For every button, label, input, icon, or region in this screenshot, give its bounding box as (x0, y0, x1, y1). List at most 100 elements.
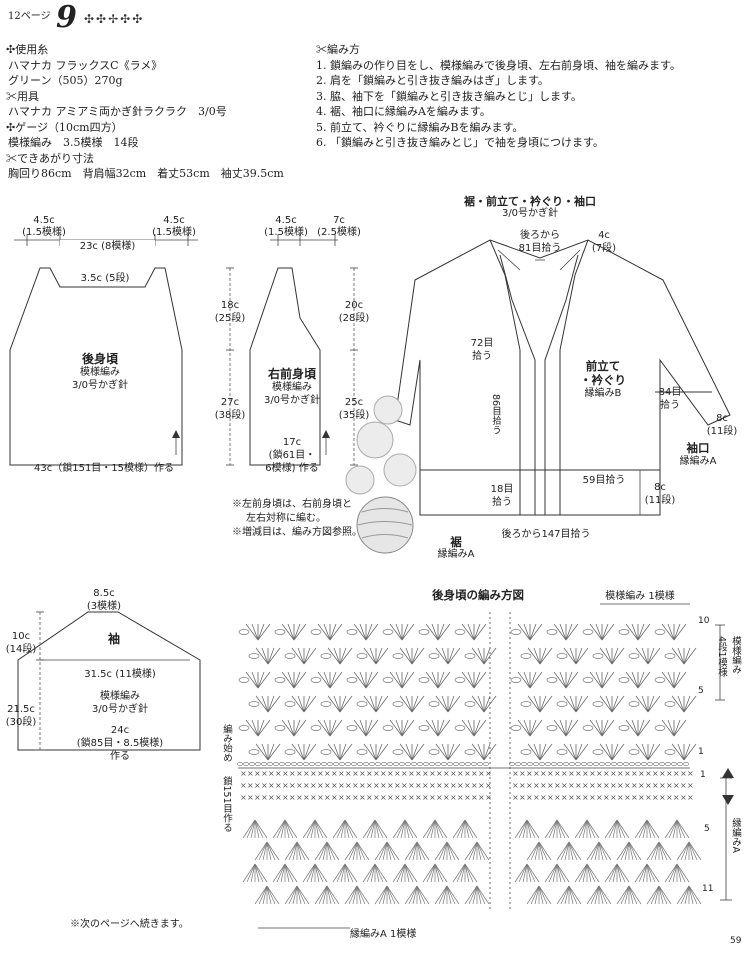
method-step: 5. 前立て、衿ぐりに縁編みBを編みます。 (316, 120, 524, 134)
back-sub2: 3/0号かぎ針 (71, 380, 129, 391)
edging-stitch (392, 863, 406, 883)
fan-stitch (635, 695, 649, 713)
single-crochet-mark: × (394, 769, 401, 778)
cuff-width: 8c (716, 413, 728, 424)
edging-stitch (266, 885, 276, 905)
fan-stitch (611, 647, 619, 665)
edging-stitch (598, 885, 612, 905)
edging-stitch (460, 863, 466, 883)
center-pick: 86目拾う (490, 394, 501, 435)
edging-stitch (446, 885, 456, 905)
fan-stitch (369, 743, 377, 761)
chain-stitch (465, 762, 471, 766)
fan-stitch (359, 671, 367, 689)
edging-stitch (276, 819, 286, 839)
fan-stitch (333, 743, 341, 761)
fan-stitch (435, 743, 449, 761)
front-sub2: 3/0号かぎ針 (263, 395, 321, 406)
fan-stitch (431, 719, 439, 737)
edging-stitch (568, 841, 582, 861)
fan-stitch (673, 671, 687, 689)
edging-stitch (284, 841, 298, 861)
edging-stitch (526, 819, 536, 839)
fan-stitch (399, 695, 413, 713)
chain-stitch (520, 701, 532, 707)
edging-stitch (404, 819, 410, 839)
edging-stitch (284, 863, 298, 883)
fan-stitch (395, 719, 403, 737)
single-crochet-mark: × (282, 793, 289, 802)
fan-stitch (529, 623, 537, 641)
fan-stitch (611, 695, 619, 713)
chain-stitch (483, 762, 489, 766)
fan-stitch (441, 695, 449, 713)
chain-stitch (310, 629, 322, 635)
size-line: 胸回り86cm 背肩幅32cm 着丈53cm 袖丈39.5cm (8, 167, 284, 180)
chain-stitch (356, 701, 368, 707)
edging-stitch (404, 841, 418, 861)
back-body-outline (9, 267, 183, 466)
edging-stitch (574, 819, 588, 839)
edging-stitch (452, 819, 466, 839)
edging-stitch (684, 841, 690, 861)
edging-stitch (616, 863, 630, 883)
edging-stitch (404, 819, 418, 839)
fan-stitch (327, 695, 341, 713)
edging-stitch (582, 819, 588, 839)
sleeve-outline (17, 611, 201, 751)
chain-stitch (284, 653, 296, 659)
sleeve-sub1: 模様編み (100, 691, 140, 702)
edging-stitch (412, 841, 418, 861)
fan-stitch (411, 695, 419, 713)
single-crochet-mark: × (457, 781, 464, 790)
fan-stitch (281, 623, 295, 641)
fan-stitch (447, 647, 455, 665)
fan-stitch (447, 743, 455, 761)
chain-stitch (654, 677, 666, 683)
chain-stitch (653, 762, 659, 766)
fan-stitch (251, 623, 259, 641)
chain-stitch (405, 762, 411, 766)
hem-left-pick1: 18目 (490, 484, 514, 495)
edging-stitch (688, 885, 698, 905)
edging-stitch (314, 863, 320, 883)
single-crochet-mark: × (547, 793, 554, 802)
chain-stitch (647, 762, 653, 766)
fan-stitch (291, 647, 305, 665)
single-crochet-mark: × (415, 781, 422, 790)
back-top-right: 4.5c (163, 215, 185, 226)
single-crochet-mark: × (540, 793, 547, 802)
single-crochet-mark: × (331, 769, 338, 778)
edging-stitch (598, 841, 612, 861)
chain-stitch (327, 762, 333, 766)
fan-stitch (601, 623, 609, 641)
edging-stitch (340, 863, 346, 883)
fan-stitch (365, 623, 379, 641)
edging-stitch (676, 819, 690, 839)
hem-left-pick2: 拾う (492, 497, 512, 508)
fan-stitch (625, 719, 639, 737)
edging-stitch (628, 885, 634, 905)
fan-stitch (667, 719, 675, 737)
fan-stitch (425, 623, 439, 641)
edging-stitch (598, 885, 608, 905)
single-crochet-mark: × (408, 769, 415, 778)
chain-stitch (411, 762, 417, 766)
edging-stitch (646, 863, 652, 883)
edging-stitch (676, 819, 686, 839)
chain-stitch (546, 725, 558, 731)
fan-stitch (287, 623, 295, 641)
fan-stitch (411, 743, 425, 761)
fan-stitch (529, 623, 543, 641)
chain-stitch (346, 677, 358, 683)
edging-stitch (612, 819, 618, 839)
fan-stitch (471, 647, 485, 665)
single-crochet-mark: × (415, 769, 422, 778)
edging-stitch (314, 819, 328, 839)
chain-stitch (237, 762, 243, 766)
fan-stitch (631, 671, 639, 689)
edging-stitch (684, 885, 690, 905)
edging-stitch (374, 863, 388, 883)
edging-stitch (404, 819, 414, 839)
single-crochet-mark: × (631, 769, 638, 778)
